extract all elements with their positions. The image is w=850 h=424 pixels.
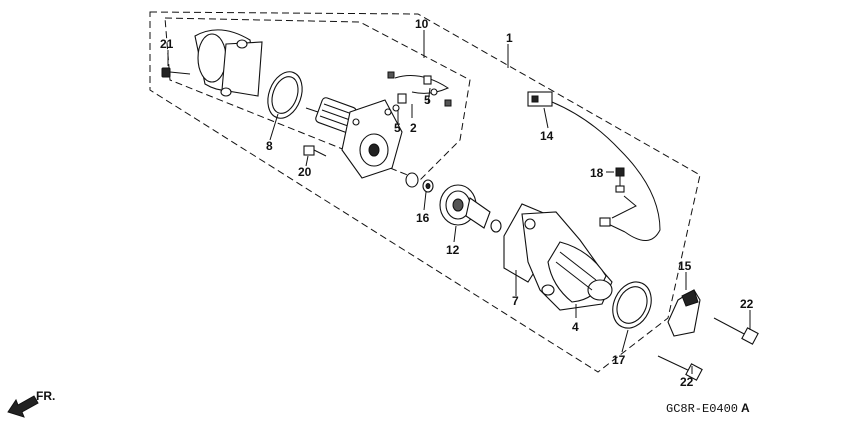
part-4-housing — [521, 211, 613, 311]
diagram-code: GC8R-E0400 A — [666, 401, 750, 416]
brush-set — [387, 71, 452, 112]
callout-5b: 5 — [394, 121, 401, 135]
callout-16: 16 — [416, 211, 430, 225]
diagram-code-suffix: A — [741, 401, 750, 415]
part-8-o-ring — [267, 71, 303, 119]
part-17-o-ring — [612, 281, 652, 329]
callout-12: 12 — [446, 243, 460, 257]
callout-22b: 22 — [680, 375, 694, 389]
leader-lines — [167, 30, 751, 374]
part-18-screw — [615, 167, 625, 193]
part-15-bracket — [667, 289, 701, 337]
callout-8: 8 — [266, 139, 273, 153]
part-14-cable — [527, 91, 661, 241]
diagram-code-text: GC8R-E0400 — [666, 402, 738, 416]
callout-1: 1 — [506, 31, 513, 45]
callout-10: 10 — [415, 17, 429, 31]
callout-2: 2 — [410, 121, 417, 135]
motor-case — [194, 29, 263, 97]
callout-21: 21 — [160, 37, 174, 51]
callout-20: 20 — [298, 165, 312, 179]
callout-18: 18 — [590, 166, 604, 180]
front-direction-arrow: FR. — [7, 389, 55, 418]
callout-4: 4 — [572, 320, 579, 334]
armature — [305, 97, 357, 133]
part-22-bolt-upper — [713, 317, 759, 345]
part-20-bolt — [303, 145, 327, 157]
part-21-screw — [161, 67, 191, 78]
part-12-gear — [439, 184, 502, 233]
direction-label: FR. — [36, 389, 55, 403]
brush-holder — [341, 99, 403, 179]
callout-22a: 22 — [740, 297, 754, 311]
callout-7: 7 — [512, 294, 519, 308]
callouts: 1 2 4 5 5 7 8 10 12 14 15 16 17 18 20 21… — [160, 17, 754, 389]
part-22-bolt-lower — [657, 355, 703, 381]
callout-15: 15 — [678, 259, 692, 273]
part-16-washer — [405, 172, 434, 193]
assembly-boundary — [149, 11, 701, 373]
callout-14: 14 — [540, 129, 554, 143]
callout-5a: 5 — [424, 93, 431, 107]
callout-17: 17 — [612, 353, 626, 367]
